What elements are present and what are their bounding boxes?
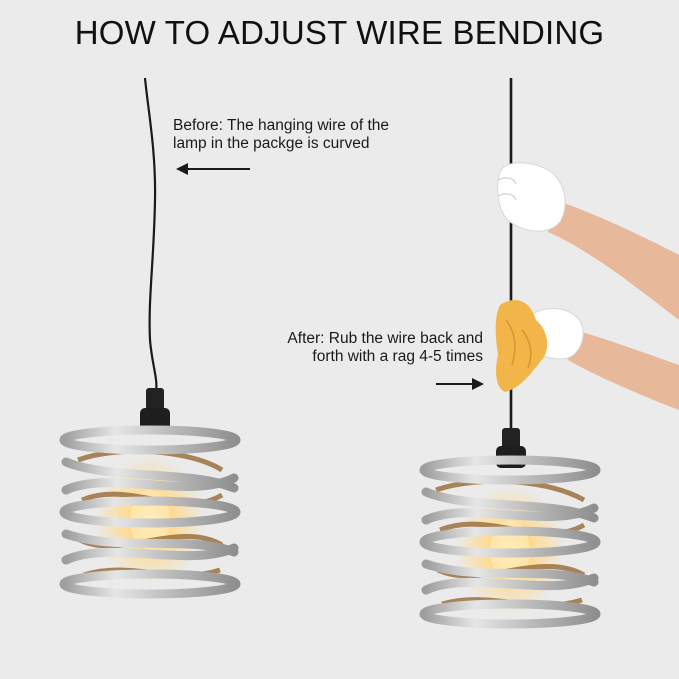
before-caption-line-2: lamp in the packge is curved bbox=[173, 135, 370, 152]
pendant-lamp-after bbox=[419, 428, 601, 629]
rag-icon bbox=[495, 300, 548, 392]
after-caption: After: Rub the wire back and forth with … bbox=[287, 330, 483, 366]
rag-hand-icon bbox=[523, 308, 679, 410]
before-caption-line-1: Before: The hanging wire of the bbox=[173, 117, 389, 134]
arrow-left-icon bbox=[176, 163, 250, 175]
arrow-right-icon bbox=[436, 378, 484, 390]
gloved-hand-icon bbox=[497, 162, 679, 320]
before-caption: Before: The hanging wire of the lamp in … bbox=[173, 117, 389, 153]
page-title: HOW TO ADJUST WIRE BENDING bbox=[74, 14, 605, 51]
after-caption-line-1: After: Rub the wire back and bbox=[287, 330, 483, 347]
curved-wire bbox=[143, 77, 158, 393]
pendant-lamp-before bbox=[59, 388, 241, 599]
after-caption-line-2: forth with a rag 4-5 times bbox=[312, 348, 483, 365]
